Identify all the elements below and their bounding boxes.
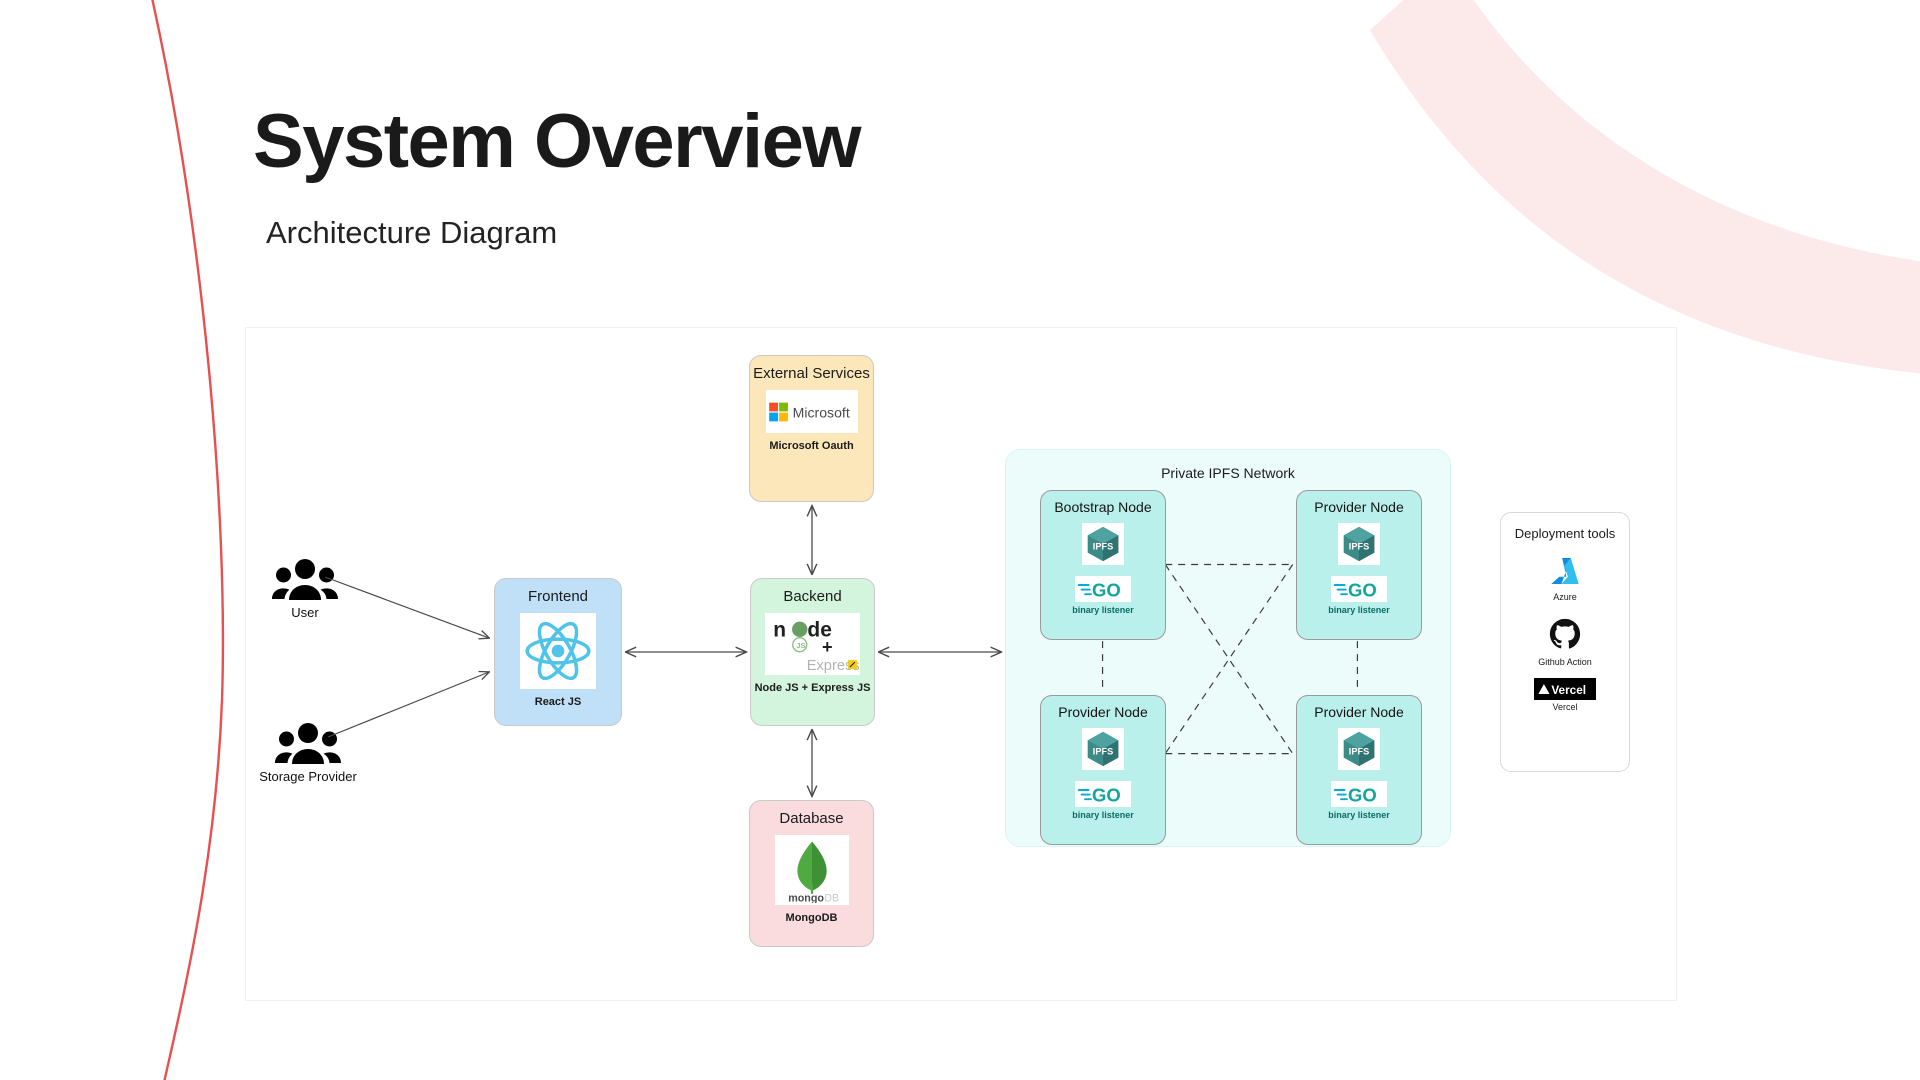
node-title: Provider Node bbox=[1314, 704, 1404, 720]
go-logo: GO bbox=[1331, 576, 1387, 602]
svg-text:IPFS: IPFS bbox=[1349, 747, 1369, 757]
svg-text:IPFS: IPFS bbox=[1093, 542, 1113, 552]
actor-label: Storage Provider bbox=[259, 769, 357, 784]
vercel-logo: Vercel bbox=[1534, 678, 1596, 700]
svg-text:GO: GO bbox=[1092, 580, 1121, 601]
azure-logo bbox=[1546, 552, 1584, 590]
svg-text:IPFS: IPFS bbox=[1349, 542, 1369, 552]
box-caption: Node JS + Express JS bbox=[754, 682, 871, 694]
box-caption: Microsoft Oauth bbox=[769, 440, 854, 452]
ipfs-network-container: Private IPFS Network Bootstrap Node IPFS bbox=[1005, 449, 1451, 847]
ipfs-network-title: Private IPFS Network bbox=[1161, 465, 1295, 481]
page-subtitle: Architecture Diagram bbox=[266, 215, 558, 250]
actor-user[interactable]: User bbox=[245, 558, 365, 620]
svg-text:Vercel: Vercel bbox=[1551, 684, 1586, 697]
ipfs-logo: IPFS bbox=[1082, 728, 1124, 770]
node-caption: binary listener bbox=[1328, 605, 1390, 615]
box-caption: React JS bbox=[534, 696, 582, 708]
svg-text:DB: DB bbox=[824, 892, 839, 903]
node-title: Bootstrap Node bbox=[1054, 499, 1152, 515]
svg-text:GO: GO bbox=[1348, 785, 1377, 806]
page-title: System Overview bbox=[253, 99, 862, 184]
deployment-tools-panel: Deployment tools Azure Github Action bbox=[1500, 512, 1630, 772]
users-group-icon bbox=[275, 723, 341, 764]
link-diag-1 bbox=[1164, 564, 1294, 754]
ipfs-logo: IPFS bbox=[1338, 523, 1380, 565]
ipfs-node-bootstrap[interactable]: Bootstrap Node IPFS GO bbox=[1040, 490, 1166, 640]
go-logo: GO bbox=[1331, 781, 1387, 807]
svg-text:+: + bbox=[822, 637, 833, 657]
svg-text:Microsoft: Microsoft bbox=[792, 404, 849, 420]
node-caption: binary listener bbox=[1072, 605, 1134, 615]
box-title: Database bbox=[779, 810, 844, 827]
go-logo: GO bbox=[1075, 781, 1131, 807]
deployment-tools-title: Deployment tools bbox=[1514, 526, 1616, 541]
box-frontend[interactable]: Frontend React JS bbox=[494, 578, 622, 726]
svg-text:Express: Express bbox=[806, 658, 858, 674]
diagram-frame bbox=[245, 327, 1677, 1001]
svg-text:JS: JS bbox=[796, 641, 805, 650]
ipfs-logo: IPFS bbox=[1082, 523, 1124, 565]
tool-label: Github Action bbox=[1538, 657, 1592, 667]
svg-text:IPFS: IPFS bbox=[1093, 747, 1113, 757]
node-title: Provider Node bbox=[1058, 704, 1148, 720]
box-caption: MongoDB bbox=[785, 912, 838, 924]
node-express-logo: n de JS + Express bbox=[765, 613, 860, 675]
box-title: External Services bbox=[753, 365, 870, 382]
github-logo bbox=[1543, 613, 1586, 655]
microsoft-logo: Microsoft bbox=[765, 390, 858, 433]
ipfs-node-provider-1[interactable]: Provider Node IPFS GO bbox=[1296, 490, 1422, 640]
box-external-services[interactable]: External Services Microsoft Microsoft Oa… bbox=[749, 355, 874, 502]
tool-vercel[interactable]: Vercel Vercel bbox=[1534, 678, 1596, 712]
react-logo bbox=[520, 613, 596, 689]
tool-github-action[interactable]: Github Action bbox=[1538, 613, 1592, 667]
ipfs-node-provider-3[interactable]: Provider Node IPFS GO bbox=[1296, 695, 1422, 845]
box-backend[interactable]: Backend n de JS + Express Node JS + Expr… bbox=[750, 578, 875, 726]
svg-text:GO: GO bbox=[1092, 785, 1121, 806]
ipfs-logo: IPFS bbox=[1338, 728, 1380, 770]
go-logo: GO bbox=[1075, 576, 1131, 602]
ipfs-mesh-links bbox=[1101, 563, 1359, 755]
svg-text:de: de bbox=[807, 618, 831, 641]
box-database[interactable]: Database mongo DB MongoDB bbox=[749, 800, 874, 947]
users-group-icon bbox=[272, 559, 338, 600]
actor-label: User bbox=[291, 605, 319, 620]
node-caption: binary listener bbox=[1328, 810, 1390, 820]
mongodb-logo: mongo DB bbox=[774, 835, 849, 905]
tool-label: Vercel bbox=[1552, 702, 1578, 712]
node-title: Provider Node bbox=[1314, 499, 1404, 515]
svg-text:mongo: mongo bbox=[788, 892, 824, 903]
link-diag-2 bbox=[1164, 564, 1294, 754]
ipfs-node-provider-2[interactable]: Provider Node IPFS GO bbox=[1040, 695, 1166, 845]
node-caption: binary listener bbox=[1072, 810, 1134, 820]
tool-label: Azure bbox=[1553, 592, 1577, 602]
svg-text:n: n bbox=[773, 618, 786, 641]
actor-storage-provider[interactable]: Storage Provider bbox=[248, 722, 368, 784]
svg-text:GO: GO bbox=[1348, 580, 1377, 601]
box-title: Backend bbox=[783, 588, 842, 605]
tool-azure[interactable]: Azure bbox=[1546, 552, 1584, 602]
box-title: Frontend bbox=[527, 588, 589, 605]
